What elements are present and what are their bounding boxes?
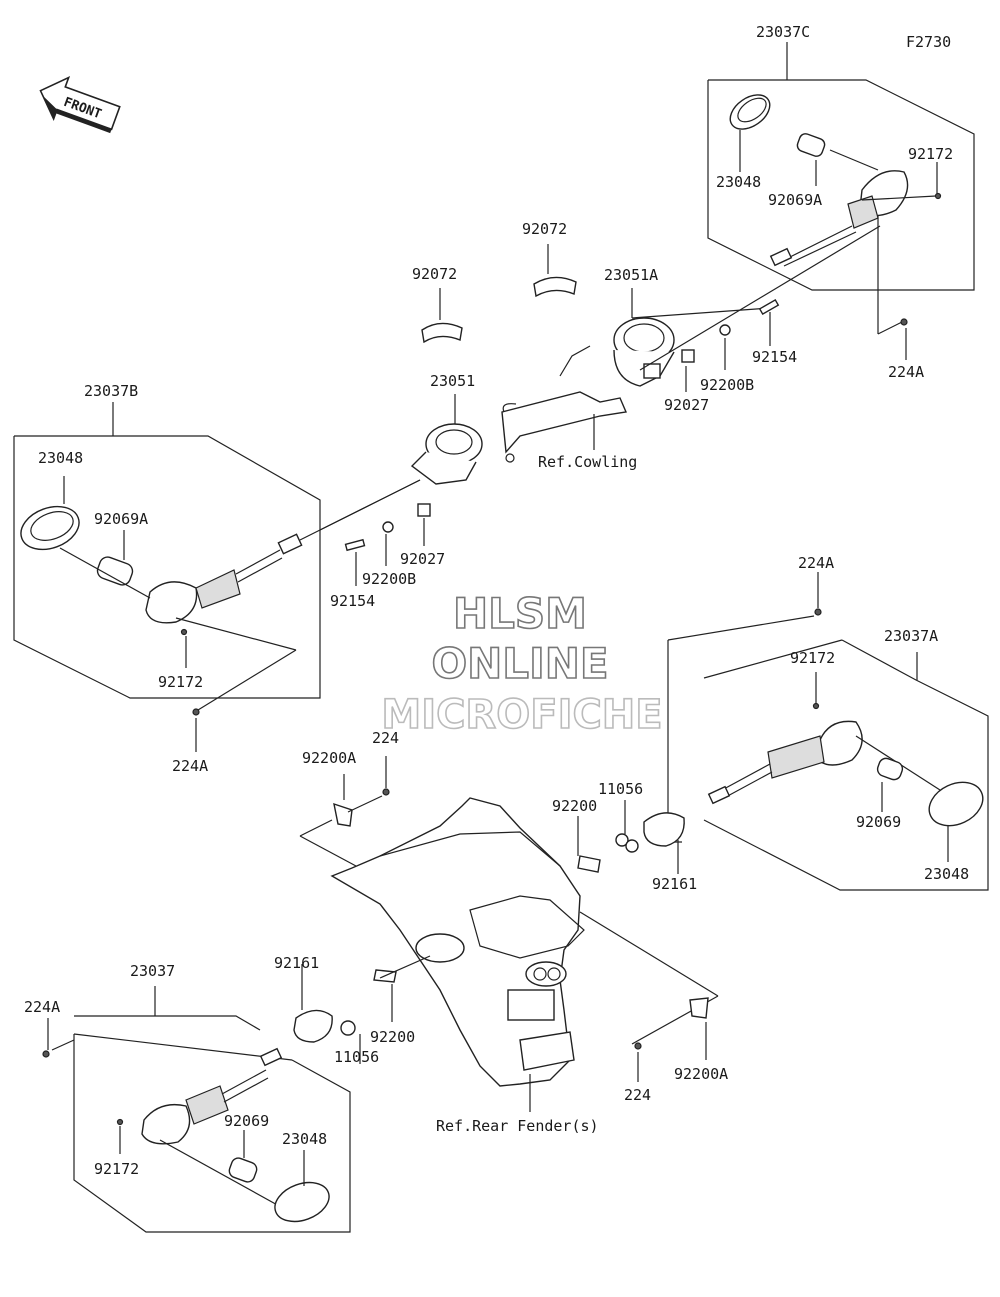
label-92154-right: 92154: [752, 348, 797, 366]
label-92069-bottom-left: 92069: [224, 1112, 269, 1130]
label-92200b-right: 92200B: [700, 376, 754, 394]
band-92072-right: [533, 244, 577, 298]
label-224-top: 224: [372, 729, 399, 747]
watermark-line3: MICROFICHE: [381, 692, 662, 738]
band-92072-left: [421, 288, 463, 344]
label-92027-left: 92027: [400, 550, 445, 568]
label-92200-mid-right: 92200: [552, 797, 597, 815]
figure-code: F2730: [906, 33, 951, 51]
label-23051: 23051: [430, 372, 475, 390]
label-92072-left: 92072: [412, 265, 457, 283]
label-224a-bottom-left: 224A: [24, 998, 60, 1016]
label-92200a-bottom: 92200A: [674, 1065, 728, 1083]
assembly-23037b: [13, 402, 421, 752]
label-92200b-left: 92200B: [362, 570, 416, 588]
label-92069-mid-right: 92069: [856, 813, 901, 831]
label-ref-cowling: Ref.Cowling: [538, 453, 637, 471]
assembly-23037a: [577, 572, 989, 891]
label-224a-mid-right: 224A: [798, 554, 834, 572]
label-92161-bottom-left: 92161: [274, 954, 319, 972]
label-23048-top-right: 23048: [716, 173, 761, 191]
watermark: HLSM ONLINE MICROFICHE: [381, 588, 664, 739]
label-92069a-left: 92069A: [94, 510, 148, 528]
label-92172-bottom-left: 92172: [94, 1160, 139, 1178]
label-92172-mid-right: 92172: [790, 649, 835, 667]
watermark-line2: ONLINE: [431, 639, 608, 688]
part-labels: 23037C 23048 92069A 92172 224A 92072 920…: [24, 23, 969, 1178]
assembly-23037c: [707, 42, 975, 360]
bracket-23051: [319, 225, 881, 586]
label-11056-mid-right: 11056: [598, 780, 643, 798]
label-23037c: 23037C: [756, 23, 810, 41]
label-224a-left: 224A: [172, 757, 208, 775]
label-224a-top-right: 224A: [888, 363, 924, 381]
label-23051a: 23051A: [604, 266, 658, 284]
watermark-line1: HLSM: [453, 589, 587, 638]
label-23048-mid-right: 23048: [924, 865, 969, 883]
label-23037: 23037: [130, 962, 175, 980]
label-23048-left: 23048: [38, 449, 83, 467]
rear-fender: [299, 756, 719, 1112]
label-92027-right: 92027: [664, 396, 709, 414]
label-224-bottom: 224: [624, 1086, 651, 1104]
label-92200a-top: 92200A: [302, 749, 356, 767]
label-92172-top-right: 92172: [908, 145, 953, 163]
label-92161-mid-right: 92161: [652, 875, 697, 893]
label-92200-bottom-left: 92200: [370, 1028, 415, 1046]
label-11056-bottom-left: 11056: [334, 1048, 379, 1066]
label-23037a: 23037A: [884, 627, 938, 645]
label-23048-bottom-left: 23048: [282, 1130, 327, 1148]
label-92154-left: 92154: [330, 592, 375, 610]
label-23037b: 23037B: [84, 382, 138, 400]
stay-cowling: [501, 345, 627, 463]
label-92172-left: 92172: [158, 673, 203, 691]
front-arrow-icon: FRONT: [39, 75, 121, 134]
label-92072-right: 92072: [522, 220, 567, 238]
assembly-23037: [42, 964, 361, 1233]
label-ref-rear-fender: Ref.Rear Fender(s): [436, 1117, 599, 1135]
label-92069a-top-right: 92069A: [768, 191, 822, 209]
